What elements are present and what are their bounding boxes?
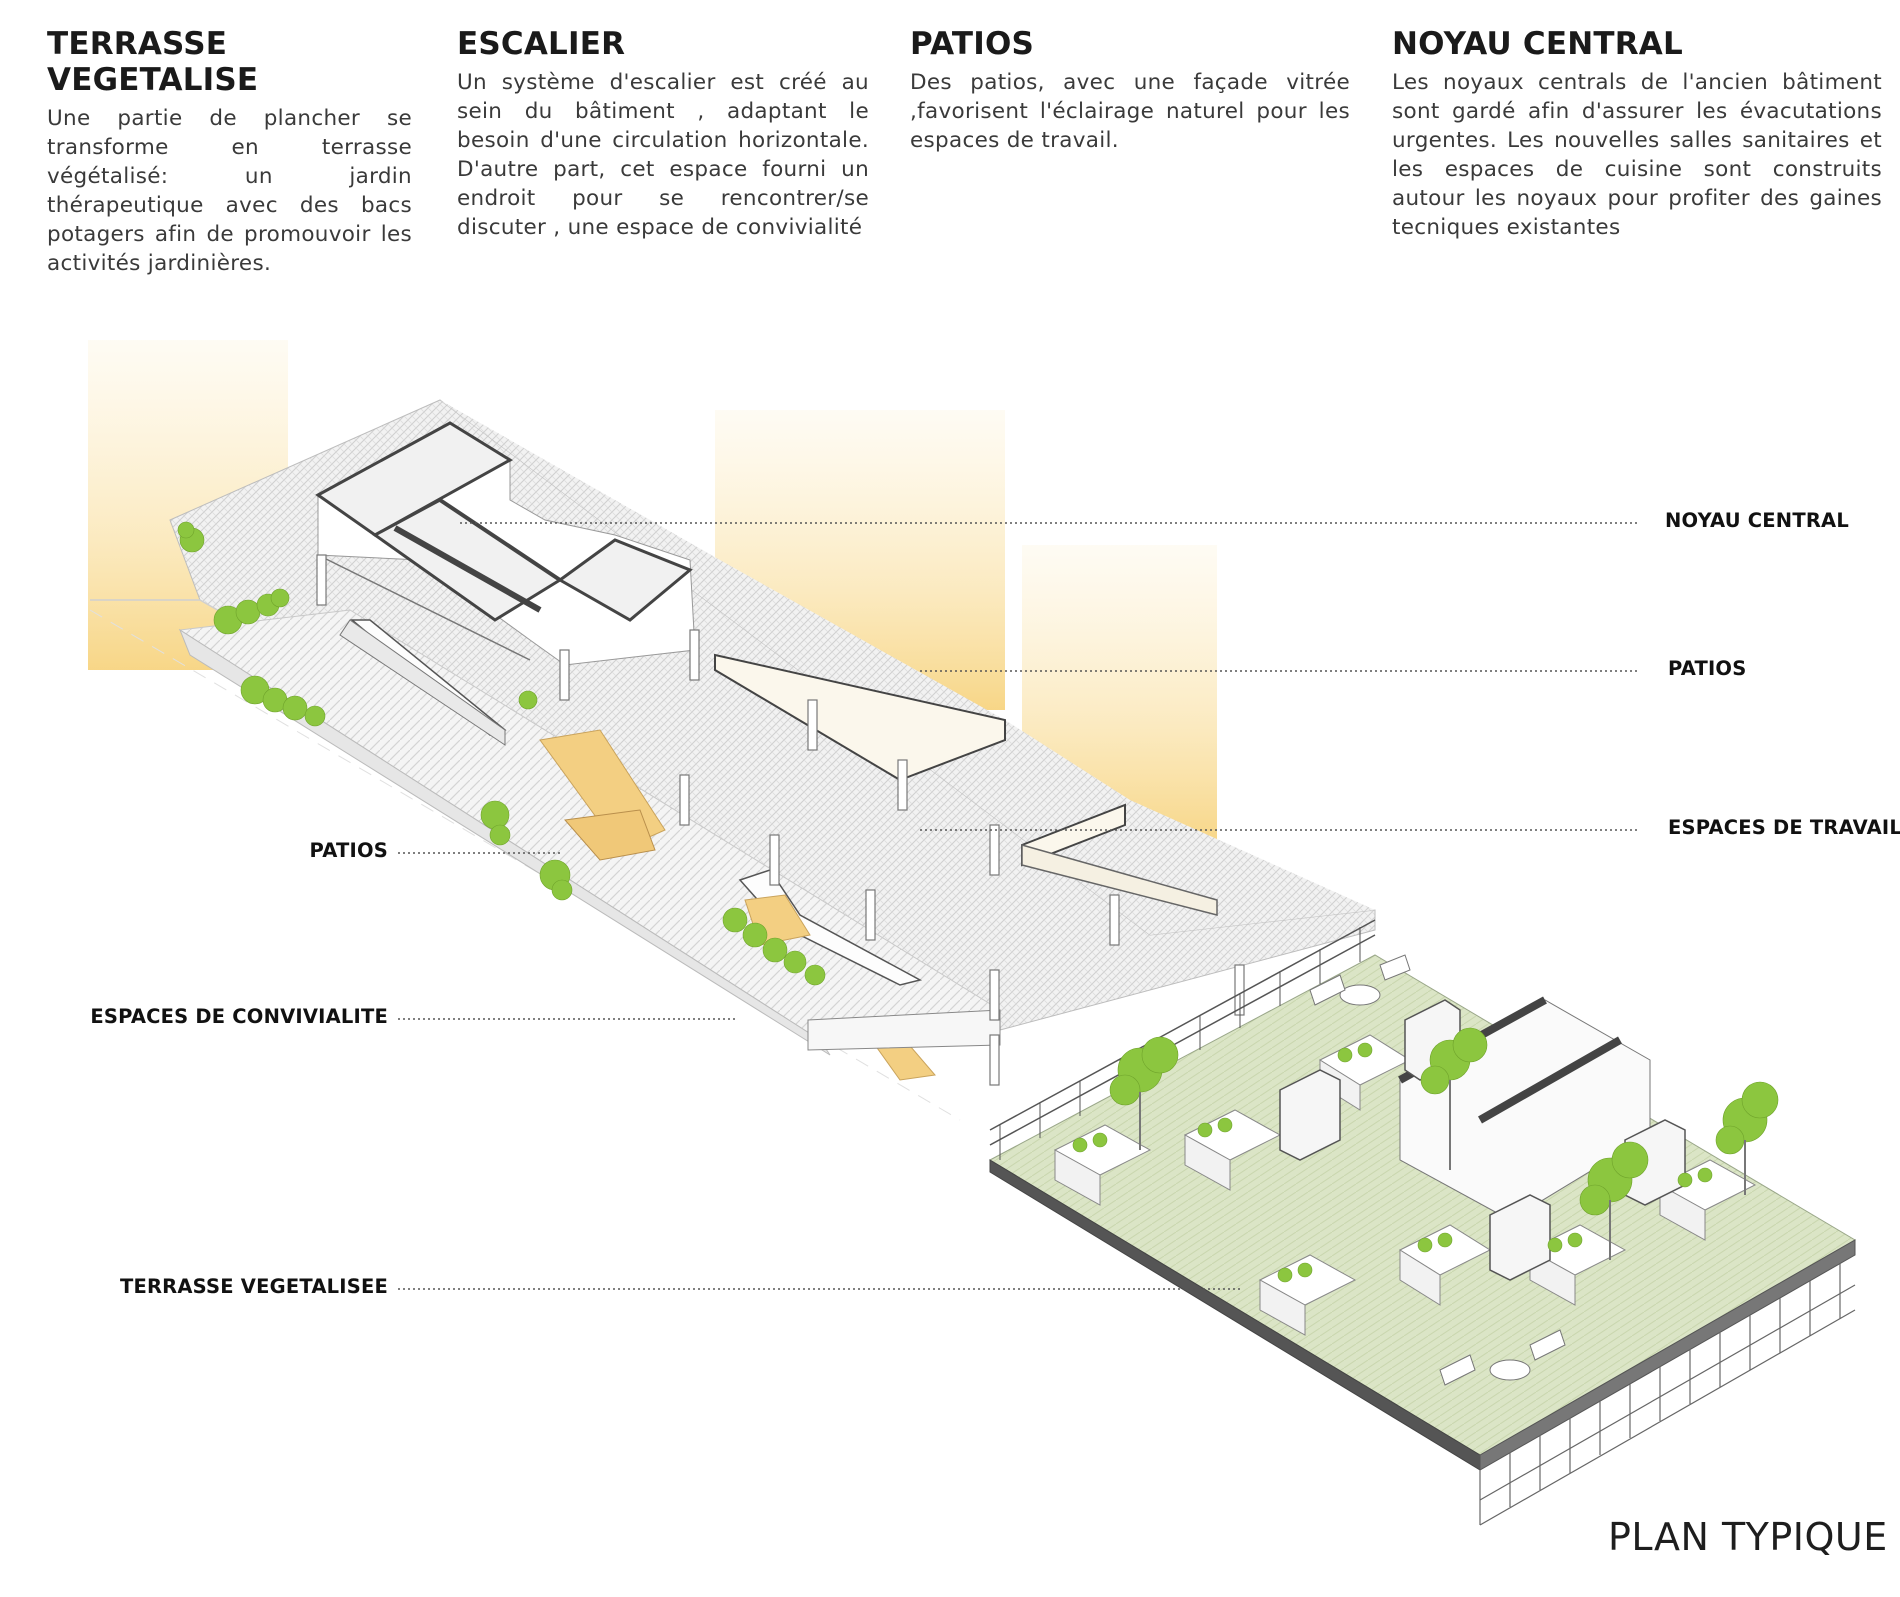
section-noyau-central: NOYAU CENTRAL Les noyaux centrals de l'a… bbox=[1392, 26, 1882, 242]
vegetation-strip bbox=[177, 521, 826, 986]
green-terrace bbox=[988, 919, 1856, 1526]
label-patios-left: PATIOS bbox=[309, 839, 388, 862]
label-espaces-convivialite: ESPACES DE CONVIVIALITE bbox=[90, 1005, 388, 1028]
stairs bbox=[339, 619, 1001, 1081]
section-title: ESCALIER bbox=[457, 26, 626, 62]
central-core-block bbox=[315, 421, 696, 666]
section-text: Un système d'escalier est créé au sein d… bbox=[457, 70, 869, 240]
section-text: Les noyaux centrals de l'ancien bâtiment… bbox=[1392, 70, 1882, 240]
planter-boxes bbox=[1053, 1034, 1757, 1336]
leader-lines bbox=[398, 522, 1640, 1290]
columns bbox=[316, 554, 1245, 1086]
section-text: Des patios, avec une façade vitrée ,favo… bbox=[910, 70, 1350, 153]
section-terrasse: TERRASSE VEGETALISE Une partie de planch… bbox=[47, 26, 412, 278]
plan-title: PLAN TYPIQUE bbox=[1608, 1515, 1888, 1559]
section-title: NOYAU CENTRAL bbox=[1392, 26, 1683, 62]
section-text: Une partie de plancher se transforme en … bbox=[47, 106, 412, 276]
section-patios: PATIOS Des patios, avec une façade vitré… bbox=[910, 26, 1350, 155]
section-escalier: ESCALIER Un système d'escalier est créé … bbox=[457, 26, 869, 242]
label-espaces-travail: ESPACES DE TRAVAIL bbox=[1668, 816, 1900, 839]
label-patios-right: PATIOS bbox=[1668, 657, 1747, 680]
section-title: TERRASSE VEGETALISE bbox=[47, 26, 259, 98]
terrace-furniture bbox=[1309, 954, 1566, 1386]
tree-trunks bbox=[1139, 1080, 1746, 1260]
section-title: PATIOS bbox=[910, 26, 1035, 62]
label-noyau-central: NOYAU CENTRAL bbox=[1665, 509, 1849, 532]
terrace-trees bbox=[1072, 1027, 1779, 1283]
label-terrasse-vegetalisee: TERRASSE VEGETALISEE bbox=[119, 1275, 388, 1298]
patio-openings bbox=[714, 653, 1218, 916]
